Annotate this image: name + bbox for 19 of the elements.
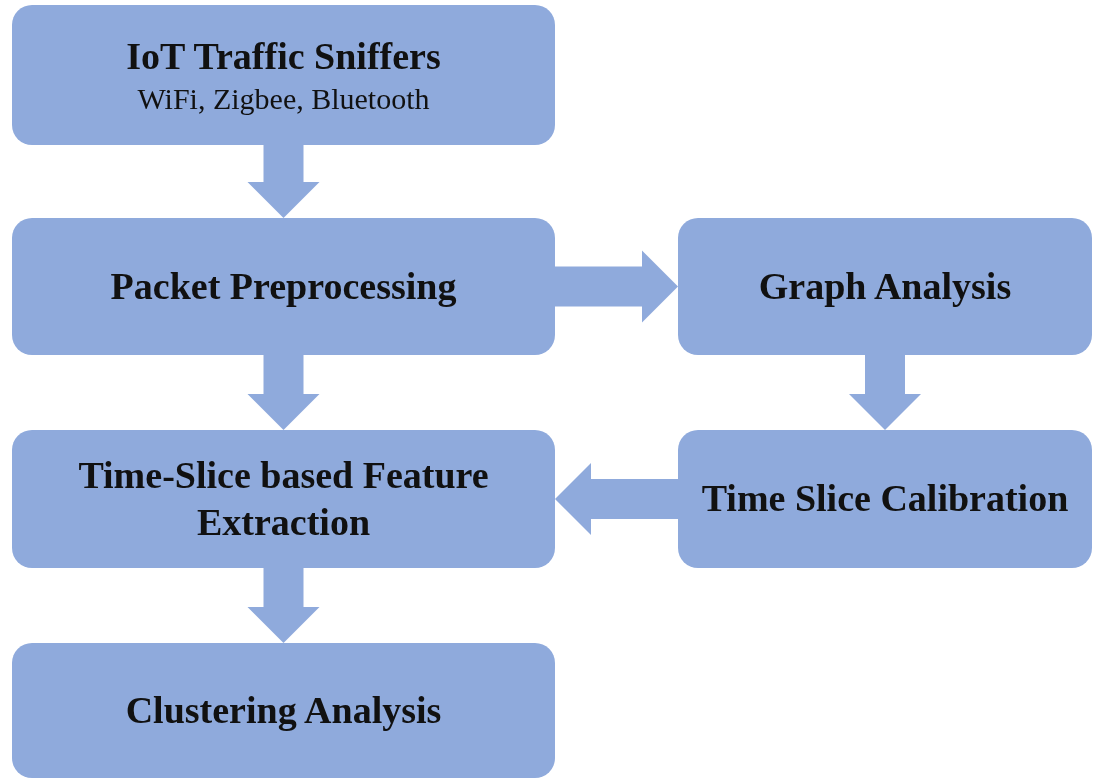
process-box <box>678 218 1092 355</box>
process-box <box>12 430 555 568</box>
box-title: Graph Analysis <box>758 263 1012 309</box>
box-title: Time-Slice based Feature Extraction <box>77 452 490 545</box>
box-title: Packet Preprocessing <box>110 263 457 309</box>
block-arrow <box>247 145 320 218</box>
box-subtitle: WiFi, Zigbee, Bluetooth <box>137 80 430 117</box>
process-box <box>12 5 555 145</box>
process-box <box>678 430 1092 568</box>
block-arrow <box>555 250 678 323</box>
process-box <box>12 218 555 355</box>
box-title: Time Slice Calibration <box>701 476 1069 522</box>
process-box <box>12 643 555 778</box>
block-arrow <box>555 463 678 535</box>
box-title: Clustering Analysis <box>125 687 442 733</box>
block-arrow <box>849 355 921 430</box>
block-arrow <box>247 568 320 643</box>
block-arrow <box>247 355 320 430</box>
box-title: IoT Traffic Sniffers <box>126 34 441 80</box>
